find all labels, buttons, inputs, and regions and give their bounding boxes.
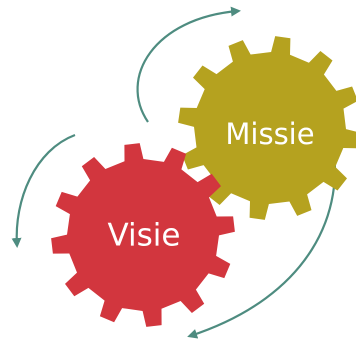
vision-gear-shape bbox=[51, 143, 235, 327]
mission-label: Missie bbox=[225, 117, 314, 151]
cycle-arrow-top bbox=[136, 6, 241, 123]
vision-gear: Visie bbox=[51, 143, 235, 327]
mission-gear-shape bbox=[178, 36, 356, 220]
vision-label: Visie bbox=[108, 218, 181, 254]
mission-gear: Missie bbox=[178, 36, 356, 220]
cycle-arrow-left bbox=[11, 133, 76, 248]
